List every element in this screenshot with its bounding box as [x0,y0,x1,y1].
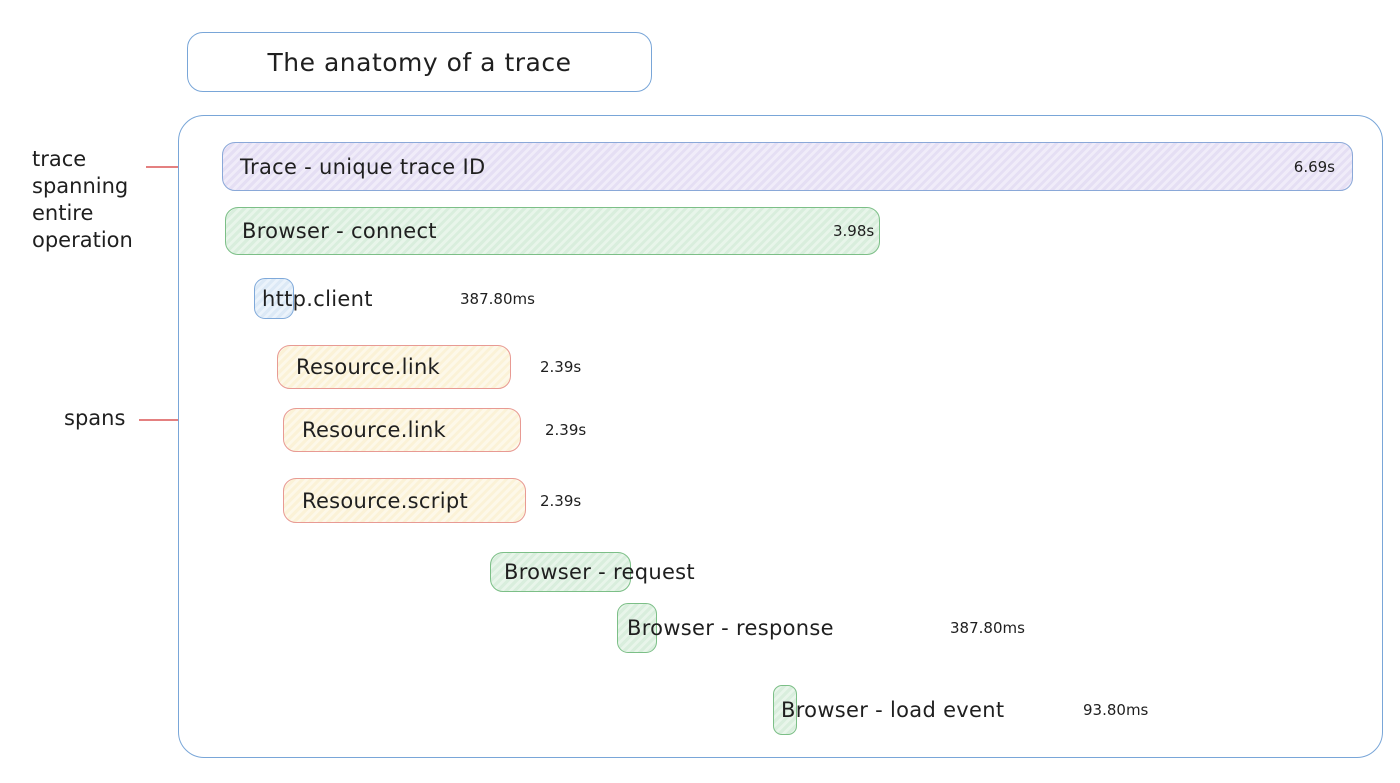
span-label: Resource.script [302,488,468,513]
span-box [490,552,631,592]
span-label: Browser - response [627,616,834,640]
trace-bar-label: Trace - unique trace ID [240,154,486,179]
span-box [283,478,526,523]
span-duration: 2.39s [540,358,582,376]
span-box [225,207,880,255]
span-browser-connect: Browser - connect 3.98s [225,207,925,255]
trace-bar-duration: 6.69s [1293,157,1335,176]
span-browser-response: Browser - response 387.80ms [617,603,1067,653]
span-duration: 2.39s [545,421,587,439]
trace-annotation-line: operation [32,228,133,252]
trace-bar-box [222,142,1353,191]
spans-connector-line [139,419,214,421]
trace-annotation-line: trace [32,147,87,171]
span-label: Browser - load event [781,698,1005,722]
span-resource-script: Resource.script 2.39s [283,478,683,523]
span-resource-link: Resource.link 2.39s [277,345,677,389]
trace-bar: Trace - unique trace ID 6.69s [222,142,1353,191]
span-duration: 387.80ms [460,289,535,308]
span-duration: 2.39s [540,491,582,510]
trace-annotation-line: spanning [32,174,129,198]
span-box [617,603,657,653]
span-box [277,345,511,389]
diagram-title-box: The anatomy of a trace [187,32,652,92]
span-label: Browser - request [504,560,695,584]
span-browser-load-event: Browser - load event 93.80ms [773,685,1193,735]
trace-annotation: trace spanning entire operation [32,146,133,254]
span-box [254,278,294,319]
span-resource-link: Resource.link 2.39s [283,408,683,452]
span-label: http.client [262,286,373,311]
span-duration: 93.80ms [1083,701,1149,719]
span-http-client: http.client 387.80ms [254,278,654,319]
spans-annotation: spans [64,406,126,430]
span-label: Resource.link [296,355,441,379]
span-duration: 3.98s [833,222,875,240]
diagram-title: The anatomy of a trace [267,47,572,77]
span-label: Browser - connect [242,219,437,243]
span-box [773,685,797,735]
trace-annotation-line: entire [32,201,94,225]
span-browser-request: Browser - request [490,552,790,592]
span-box [283,408,521,452]
span-label: Resource.link [302,418,447,442]
span-duration: 387.80ms [950,619,1025,637]
